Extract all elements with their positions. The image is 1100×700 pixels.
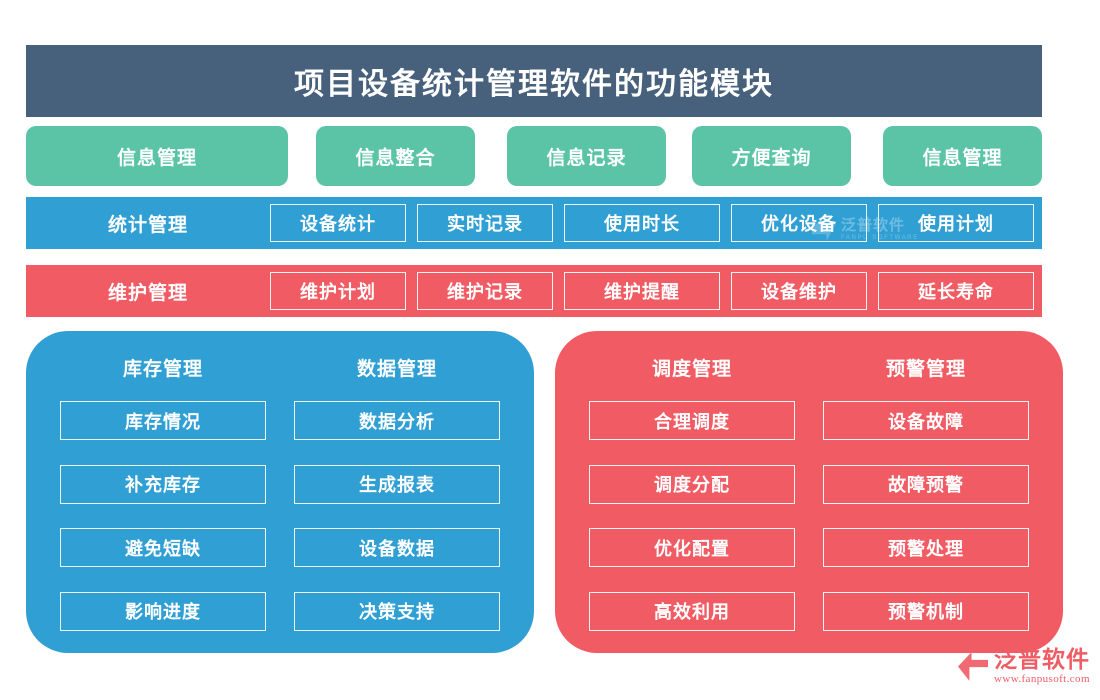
brand-url: www.fanpusoft.com [994,673,1090,685]
brand-logo-icon [958,652,988,681]
banner-statistics-label: 统计管理 [107,214,188,236]
banner-maintenance-label: 维护管理 [107,282,188,304]
column-alert: 预警管理 设备故障 故障预警 预警处理 预警机制 [823,357,1029,631]
feature-pill-4[interactable]: 方便查询 [692,126,851,186]
brand-logo: 泛普软件 www.fanpusoft.com [958,648,1090,685]
column-alert-item-4[interactable]: 预警机制 [823,591,1029,631]
banner-maintenance-item-2[interactable]: 维护记录 [417,272,553,310]
banner-statistics-item-1[interactable]: 设备统计 [270,204,406,242]
banner-maintenance-item-1[interactable]: 维护计划 [270,272,406,310]
panel-inventory-data: 库存管理 库存情况 补充库存 避免短缺 影响进度 数据管理 数据分析 生成报表 … [26,331,534,653]
column-inventory-item-2[interactable]: 补充库存 [60,464,266,504]
column-data-item-2[interactable]: 生成报表 [294,464,500,504]
panel-dispatch-alert: 调度管理 合理调度 调度分配 优化配置 高效利用 预警管理 设备故障 故障预警 … [555,331,1063,653]
column-dispatch-item-4[interactable]: 高效利用 [589,591,795,631]
column-data-item-1[interactable]: 数据分析 [294,401,500,440]
brand-text: 泛普软件 www.fanpusoft.com [994,648,1090,685]
feature-row: 信息管理 信息整合 信息记录 方便查询 信息管理 [26,126,1042,186]
column-inventory-item-3[interactable]: 避免短缺 [60,528,266,568]
column-dispatch-heading: 调度管理 [651,359,732,380]
page-title: 项目设备统计管理软件的功能模块 [294,68,774,101]
diagram-title-bar: 项目设备统计管理软件的功能模块 [26,45,1042,117]
column-dispatch-item-3[interactable]: 优化配置 [589,528,795,568]
column-inventory-item-1[interactable]: 库存情况 [60,401,266,440]
column-alert-item-3[interactable]: 预警处理 [823,528,1029,568]
column-alert-items: 设备故障 故障预警 预警处理 预警机制 [823,401,1029,631]
feature-pill-3[interactable]: 信息记录 [507,126,666,186]
banner-statistics: 统计管理 设备统计 实时记录 使用时长 优化设备 使用计划 [26,197,1042,249]
column-data-item-3[interactable]: 设备数据 [294,528,500,568]
banner-maintenance: 维护管理 维护计划 维护记录 维护提醒 设备维护 延长寿命 [26,265,1042,317]
column-inventory: 库存管理 库存情况 补充库存 避免短缺 影响进度 [60,357,266,631]
brand-name: 泛普软件 [994,646,1090,672]
column-dispatch-item-2[interactable]: 调度分配 [589,464,795,504]
feature-pill-1[interactable]: 信息管理 [26,126,288,186]
banner-statistics-item-2[interactable]: 实时记录 [417,204,553,242]
column-inventory-item-4[interactable]: 影响进度 [60,591,266,631]
column-dispatch-items: 合理调度 调度分配 优化配置 高效利用 [589,401,795,631]
banner-statistics-item-3[interactable]: 使用时长 [564,204,720,242]
banner-statistics-item-5[interactable]: 使用计划 [878,204,1034,242]
banner-maintenance-item-3[interactable]: 维护提醒 [564,272,720,310]
banner-statistics-items: 设备统计 实时记录 使用时长 优化设备 使用计划 [270,204,1042,242]
banner-maintenance-item-5[interactable]: 延长寿命 [878,272,1034,310]
column-inventory-items: 库存情况 补充库存 避免短缺 影响进度 [60,401,266,631]
banner-statistics-item-4[interactable]: 优化设备 [731,204,867,242]
column-dispatch-item-1[interactable]: 合理调度 [589,401,795,440]
column-alert-heading: 预警管理 [885,359,966,380]
feature-pill-2[interactable]: 信息整合 [316,126,475,186]
panel-inventory-data-columns: 库存管理 库存情况 补充库存 避免短缺 影响进度 数据管理 数据分析 生成报表 … [60,357,500,631]
column-alert-item-1[interactable]: 设备故障 [823,401,1029,440]
banner-maintenance-item-4[interactable]: 设备维护 [731,272,867,310]
banner-maintenance-items: 维护计划 维护记录 维护提醒 设备维护 延长寿命 [270,272,1042,310]
column-data-item-4[interactable]: 决策支持 [294,591,500,631]
column-inventory-heading: 库存管理 [122,359,203,380]
feature-pill-5[interactable]: 信息管理 [883,126,1042,186]
column-dispatch: 调度管理 合理调度 调度分配 优化配置 高效利用 [589,357,795,631]
column-alert-item-2[interactable]: 故障预警 [823,464,1029,504]
column-data: 数据管理 数据分析 生成报表 设备数据 决策支持 [294,357,500,631]
panel-dispatch-alert-columns: 调度管理 合理调度 调度分配 优化配置 高效利用 预警管理 设备故障 故障预警 … [589,357,1029,631]
column-data-items: 数据分析 生成报表 设备数据 决策支持 [294,401,500,631]
column-data-heading: 数据管理 [356,359,437,380]
